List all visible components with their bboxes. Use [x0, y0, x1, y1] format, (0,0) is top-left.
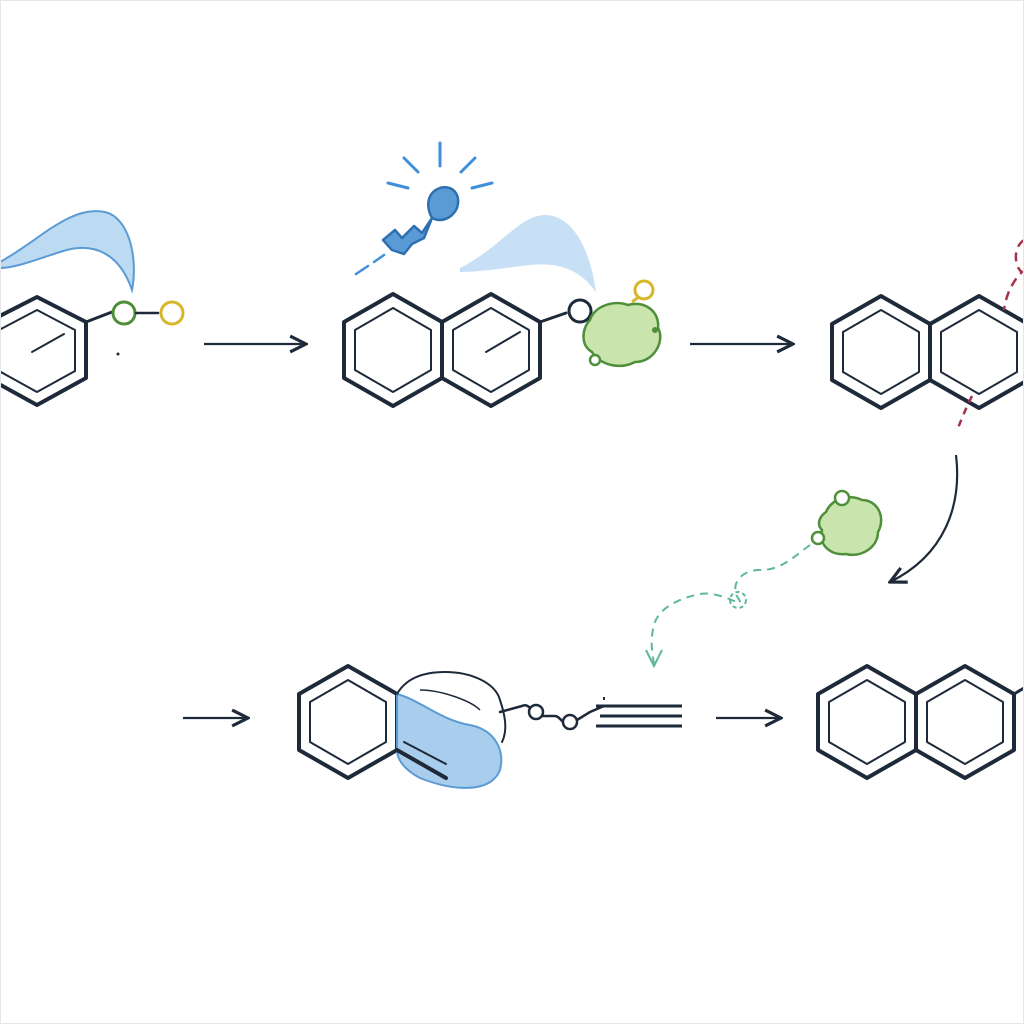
molecule-step-1: [0, 210, 185, 407]
benzene-ring-left: [816, 664, 918, 780]
oxygen-atom-green: [111, 300, 137, 326]
flame-icon-2: [460, 215, 596, 292]
benzene-ring-shaded: [914, 664, 1016, 780]
molecule-step-4: [297, 664, 682, 789]
curved-arrow: [890, 454, 959, 582]
oxygen-atom-yellow: [633, 279, 655, 301]
radical-icon: [582, 301, 662, 368]
benzene-inner-ring: [0, 309, 76, 393]
radical-species: [810, 489, 883, 557]
benzene-ring-left: [297, 664, 399, 780]
molecule-step-3: [830, 238, 1024, 429]
benzene-ring-left: [342, 292, 444, 408]
shaded-opening-ring: [396, 692, 503, 789]
oxygen-atom-yellow: [159, 300, 185, 326]
dashed-pathway: [650, 544, 811, 665]
molecule-step-5: [816, 664, 1024, 780]
oxygen-atom: [567, 298, 593, 324]
benzene-ring-left: [830, 294, 932, 410]
benzene-ring-shaded: [928, 294, 1024, 410]
bond-ring-oxygen: [84, 310, 114, 324]
crimson-dashed-bond: [1002, 238, 1024, 311]
light-icon: [354, 141, 494, 276]
flame-icon: [0, 210, 135, 294]
molecule-step-2: [342, 141, 662, 408]
